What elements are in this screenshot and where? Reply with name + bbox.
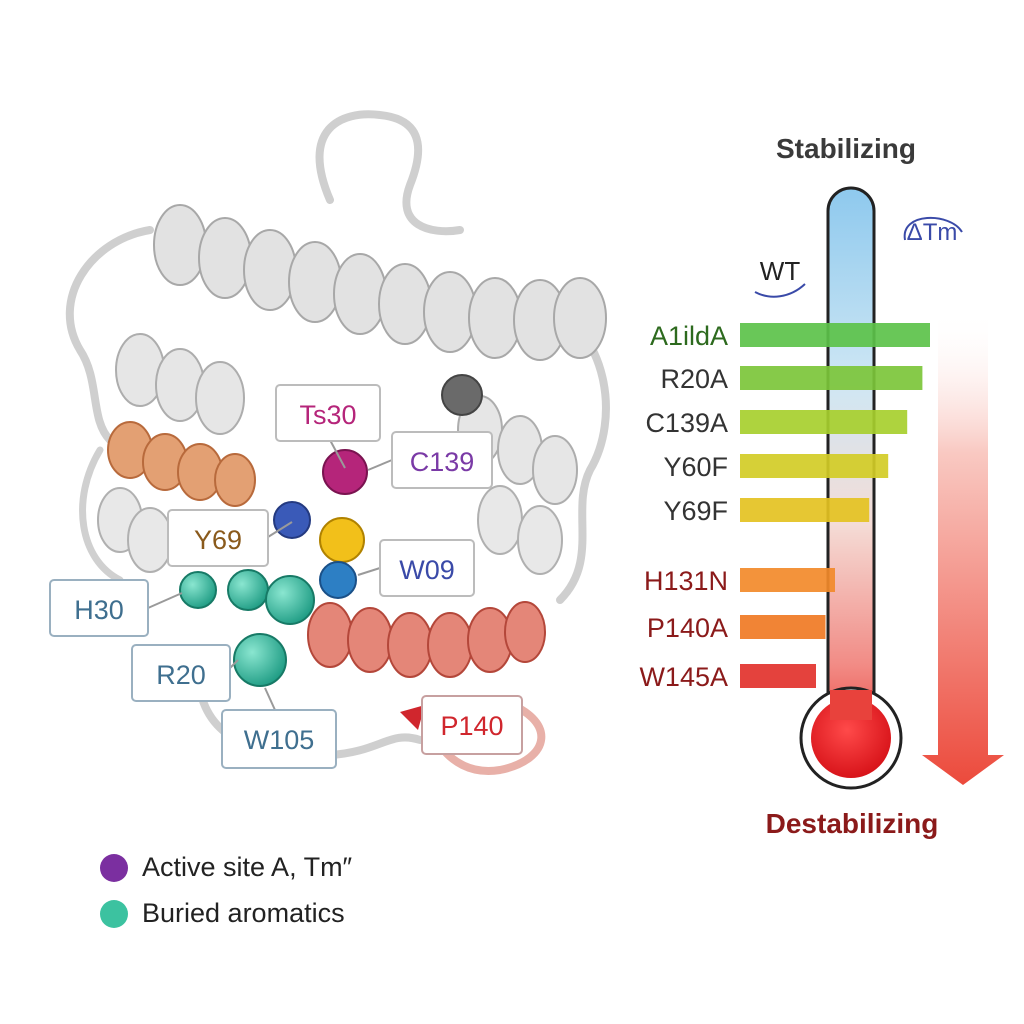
label-w105: W105 [221,687,337,769]
label-w09: W09 [357,539,475,597]
dtm-swoosh [903,216,963,241]
teal-sphere-1 [179,571,217,609]
loop-lower-left [79,446,124,584]
mutant-label-r20a: R20A [660,364,728,394]
teal-sphere-3 [265,575,315,625]
label-y69: Y69 [167,509,293,567]
legend-label: Buried aromatics [142,898,345,928]
bar-h131n [740,568,835,592]
helix-lower-left [97,485,563,575]
bar-p140a [740,615,826,639]
mutant-label-h131n: H131N [644,566,728,596]
label-y69-text: Y69 [194,525,242,555]
legend-label: Active site A, Tm″ [142,852,353,882]
magenta-sphere [322,449,368,495]
label-w105-text: W105 [244,725,315,755]
destabilizing-label: Destabilizing [766,808,939,839]
mutant-label-y60f: Y60F [663,452,728,482]
helix-top [153,204,607,361]
mutant-label-p140a: P140A [647,613,728,643]
mutant-label-a1ilda: A1ildA [650,321,728,351]
bar-y60f [740,454,889,478]
residue-labels: Ts30 C139 Y69 W09 H30 R20 [49,384,523,769]
legend-item-buried-aromatics: Buried aromatics [100,898,345,929]
label-p140-text: P140 [440,711,503,741]
bar-w145a [740,664,816,688]
label-ts30-text: Ts30 [299,400,356,430]
blue-sphere-1 [273,501,311,539]
active-site-dot-icon [100,853,128,882]
red-arrowhead [400,705,425,730]
destabilizing-arrow [922,310,1004,785]
label-r20-text: R20 [156,660,206,690]
mutant-bars: A1ildA R20A C139A Y60F Y69F H131N P140A W145A [639,321,930,692]
teal-sphere-2 [227,569,269,611]
label-w09-text: W09 [399,555,455,585]
helix-orange [107,421,256,507]
label-h30: H30 [49,579,183,637]
grey-sphere [441,374,483,416]
dtm-label: ΔTm [907,219,958,246]
helix-middle [115,333,578,505]
mutant-label-c139a: C139A [645,408,728,438]
wt-label: WT [760,256,801,286]
label-ts30: Ts30 [275,384,381,469]
label-p140: P140 [421,695,523,755]
bar-r20a [740,366,923,390]
loop-left [65,226,154,444]
mutant-label-y69f: Y69F [663,496,728,526]
loop-top [315,110,464,236]
label-c139: C139 [367,431,493,489]
yellow-sphere [319,517,365,563]
bar-y69f [740,498,870,522]
mutant-label-w145a: W145A [639,662,728,692]
label-c139-text: C139 [410,447,475,477]
label-r20: R20 [131,644,239,702]
buried-aromatics-dot-icon [100,899,128,928]
stabilizing-label: Stabilizing [776,133,916,164]
protein-structure [65,110,610,775]
loop-bottom-right [436,696,546,775]
helix-red [307,601,546,678]
legend-item-active-site: Active site A, Tm″ [100,852,352,883]
wt-underline [754,283,806,298]
label-h30-text: H30 [74,595,124,625]
bar-c139a [740,410,908,434]
teal-sphere-4 [233,633,287,687]
bar-a1ilda [740,323,930,347]
blue-sphere-2 [319,561,357,599]
thermometer: Stabilizing WT ΔTm A1ildA R20A C139A Y60F Y6… [639,133,1004,839]
